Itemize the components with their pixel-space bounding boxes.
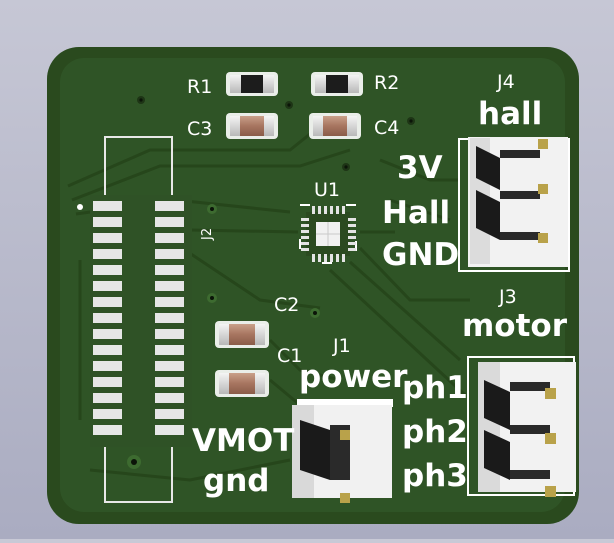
label-c3: C3 bbox=[187, 118, 212, 140]
label-motor: motor bbox=[462, 308, 568, 344]
label-j3: J3 bbox=[498, 286, 517, 308]
label-gnd-upper: GND bbox=[382, 237, 459, 273]
vias bbox=[127, 96, 415, 469]
label-3v: 3V bbox=[397, 150, 443, 186]
label-c1: C1 bbox=[277, 345, 302, 367]
label-hall-pin: Hall bbox=[382, 195, 450, 231]
label-r1: R1 bbox=[187, 76, 212, 98]
capacitor-c4 bbox=[309, 113, 361, 139]
j2-pads bbox=[93, 201, 184, 435]
label-hall: hall bbox=[478, 96, 542, 132]
j3-connector bbox=[467, 356, 576, 497]
capacitor-c2 bbox=[215, 321, 269, 348]
label-r2: R2 bbox=[374, 72, 399, 94]
resistor-r2 bbox=[311, 72, 363, 96]
label-ph2: ph2 bbox=[402, 414, 468, 450]
capacitor-c3 bbox=[226, 113, 278, 139]
copper-traces bbox=[67, 116, 470, 482]
label-ph1: ph1 bbox=[402, 370, 468, 406]
label-c2: C2 bbox=[274, 294, 299, 316]
ic-u1 bbox=[299, 204, 357, 264]
label-j4: J4 bbox=[496, 71, 515, 93]
label-j1: J1 bbox=[332, 335, 351, 357]
label-power: power bbox=[299, 359, 408, 395]
label-ph3: ph3 bbox=[402, 458, 468, 494]
label-j2: J2 bbox=[200, 228, 215, 241]
label-u1: U1 bbox=[314, 179, 340, 201]
resistor-r1 bbox=[226, 72, 278, 96]
label-c4: C4 bbox=[374, 117, 399, 139]
capacitor-c1 bbox=[215, 370, 269, 397]
j2-connector bbox=[77, 136, 192, 503]
j1-connector bbox=[292, 399, 393, 503]
label-vmot: VMOT bbox=[192, 423, 294, 459]
label-gnd-lower: gnd bbox=[203, 463, 269, 499]
j4-connector bbox=[458, 137, 570, 272]
